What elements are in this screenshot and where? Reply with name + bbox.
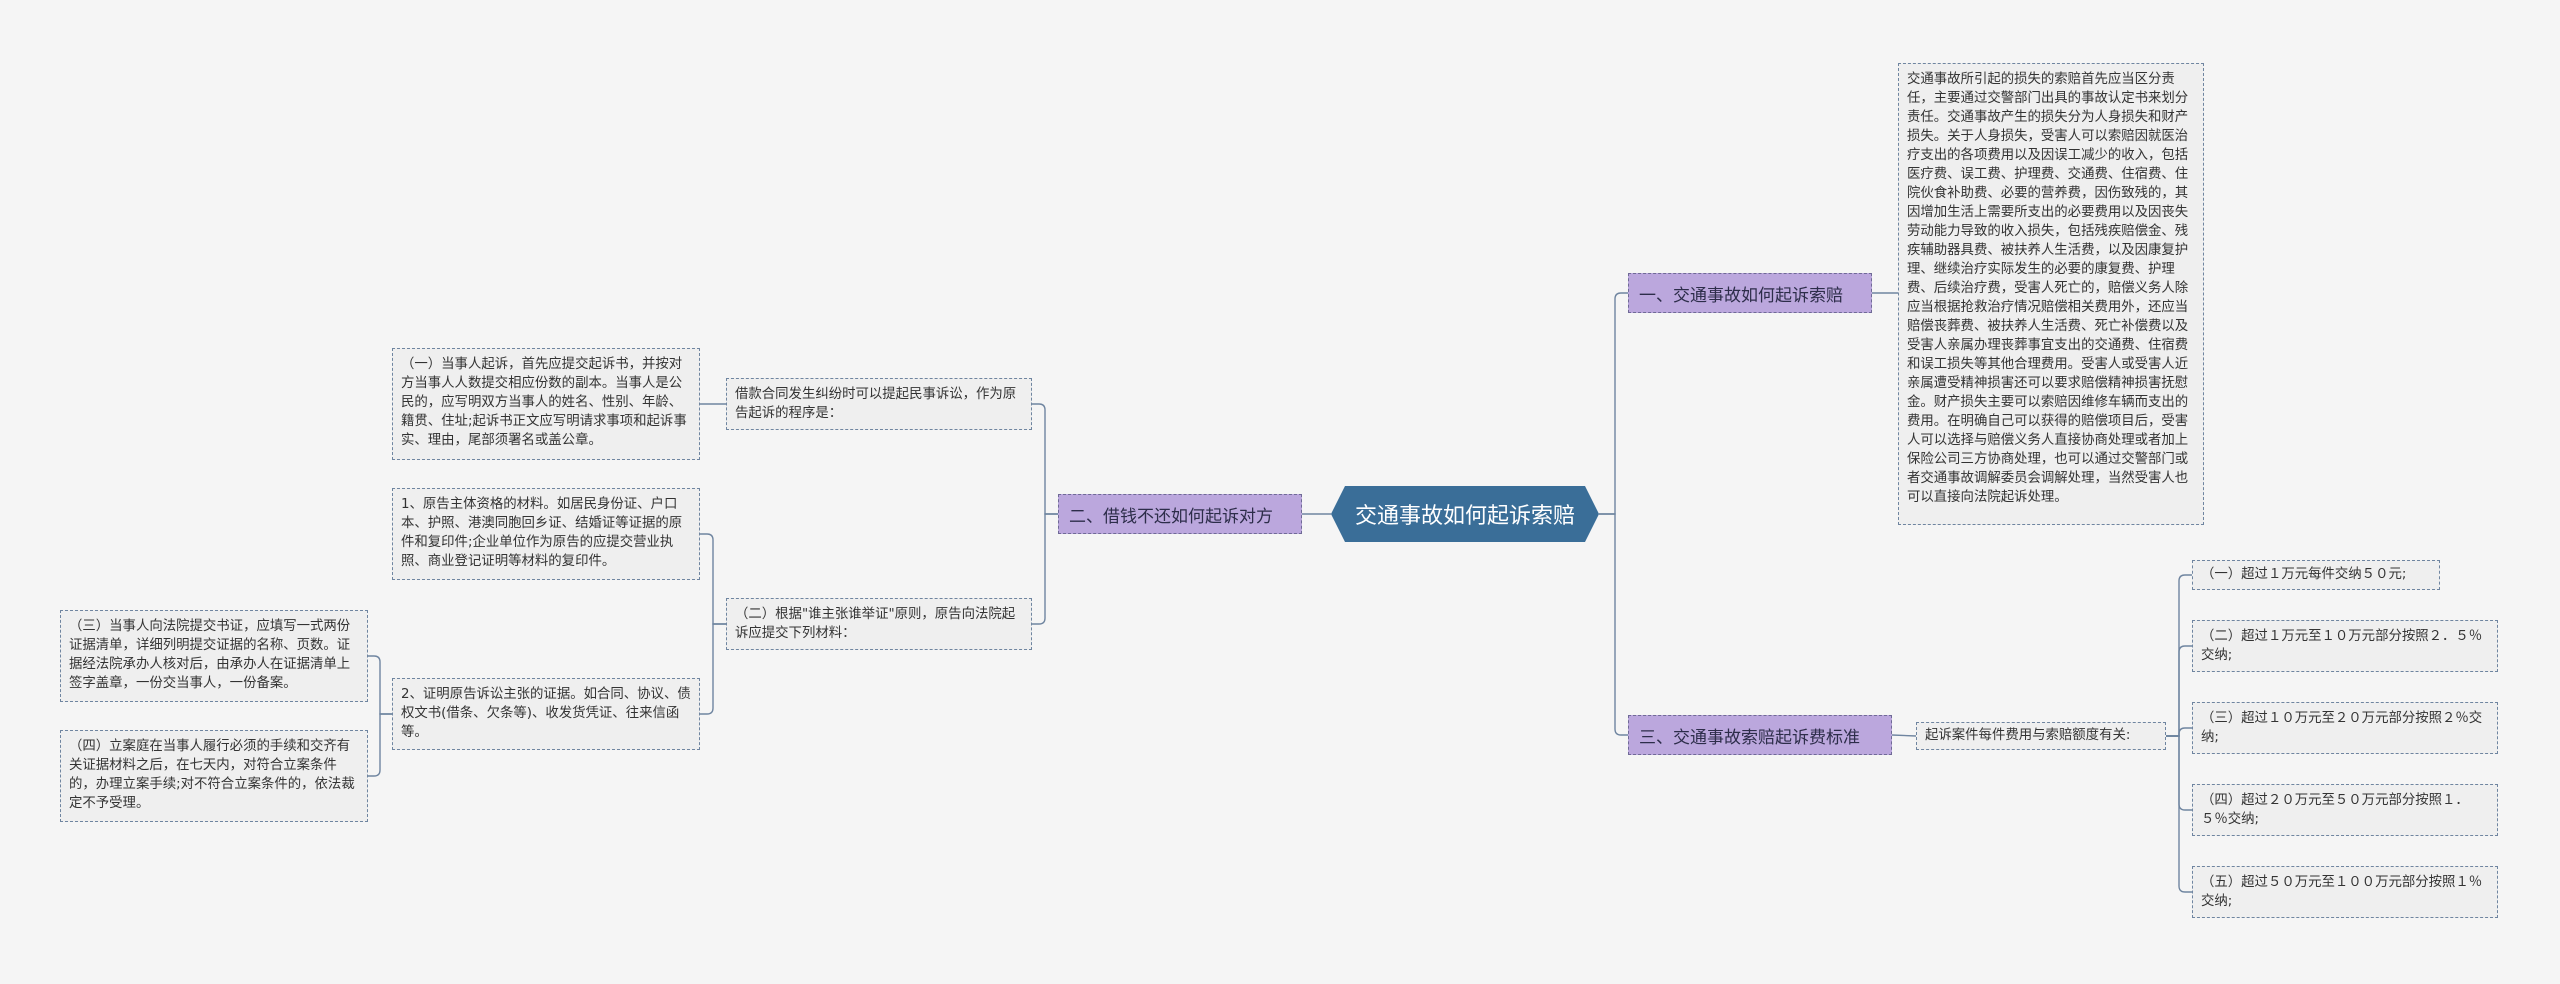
connector-line [1599, 513, 1628, 736]
node-text: （四）立案庭在当事人履行必须的手续和交齐有关证据材料之后，在七天内，对符合立案条… [69, 739, 355, 811]
branch-label: 二、借钱不还如何起诉对方 [1069, 506, 1273, 527]
node-text: （四）超过２０万元至５０万元部分按照１．５％交纳; [2201, 793, 2469, 827]
node-fee-tier-1[interactable]: （一）超过１万元每件交纳５０元; [2192, 560, 2440, 590]
connector-line [368, 713, 392, 777]
node-fee-tier-2[interactable]: （二）超过１万元至１０万元部分按照２．５％交纳; [2192, 620, 2498, 672]
node-lawsuit-procedure[interactable]: 借款合同发生纠纷时可以提起民事诉讼，作为原告起诉的程序是： [726, 378, 1032, 430]
node-fee-tier-4[interactable]: （四）超过２０万元至５０万元部分按照１．５％交纳; [2192, 784, 2498, 836]
branch-label: 一、交通事故如何起诉索赔 [1639, 285, 1843, 306]
connector-line [2166, 574, 2192, 737]
connector-line [1032, 513, 1058, 625]
node-text: （二）超过１万元至１０万元部分按照２．５％交纳; [2201, 629, 2483, 663]
node-text: 2、证明原告诉讼主张的证据。如合同、协议、债权文书(借条、欠条等)、收发货凭证、… [401, 687, 691, 740]
node-fee-tier-3[interactable]: （三）超过１０万元至２０万元部分按照２％交纳; [2192, 702, 2498, 754]
connector-line [368, 655, 392, 715]
node-text: 交通事故所引起的损失的索赔首先应当区分责任，主要通过交警部门出具的事故认定书来划… [1907, 72, 2189, 505]
node-text: （一）当事人起诉，首先应提交起诉书，并按对方当事人人数提交相应份数的副本。当事人… [401, 357, 687, 448]
node-fee-tier-5[interactable]: （五）超过５０万元至１００万元部分按照１％交纳; [2192, 866, 2498, 918]
connector-line [1032, 403, 1058, 515]
connector-line [700, 533, 726, 625]
node-case-filing[interactable]: （四）立案庭在当事人履行必须的手续和交齐有关证据材料之后，在七天内，对符合立案条… [60, 730, 368, 822]
connector-line [700, 623, 726, 715]
node-required-materials[interactable]: （二）根据"谁主张谁举证"原则，原告向法院起诉应提交下列材料： [726, 598, 1032, 650]
branch-litigation-fee-standard[interactable]: 三、交通事故索赔起诉费标准 [1628, 715, 1892, 755]
node-file-complaint[interactable]: （一）当事人起诉，首先应提交起诉书，并按对方当事人人数提交相应份数的副本。当事人… [392, 348, 700, 460]
connector-line [2166, 645, 2192, 737]
node-fee-relation[interactable]: 起诉案件每件费用与索赔额度有关: [1916, 722, 2166, 750]
node-text: （一）超过１万元每件交纳５０元; [2201, 567, 2407, 582]
branch-label: 三、交通事故索赔起诉费标准 [1639, 727, 1860, 748]
node-text: （五）超过５０万元至１００万元部分按照１％交纳; [2201, 875, 2483, 909]
node-text: （二）根据"谁主张谁举证"原则，原告向法院起诉应提交下列材料： [735, 607, 1016, 641]
node-claim-evidence[interactable]: 2、证明原告诉讼主张的证据。如合同、协议、债权文书(借条、欠条等)、收发货凭证、… [392, 678, 700, 750]
branch-debt-lawsuit[interactable]: 二、借钱不还如何起诉对方 [1058, 494, 1302, 534]
branch-traffic-accident-claim[interactable]: 一、交通事故如何起诉索赔 [1628, 273, 1872, 313]
connector-line [1891, 734, 1917, 737]
node-plaintiff-identity-materials[interactable]: 1、原告主体资格的材料。如居民身份证、户口本、护照、港澳同胞回乡证、结婚证等证据… [392, 488, 700, 580]
connector-line [1599, 292, 1628, 515]
root-topic[interactable]: 交通事故如何起诉索赔 [1331, 486, 1599, 542]
root-topic-label: 交通事故如何起诉索赔 [1354, 504, 1575, 529]
node-evidence-list[interactable]: （三）当事人向法院提交书证，应填写一式两份证据清单，详细列明提交证据的名称、页数… [60, 610, 368, 702]
node-text: （三）超过１０万元至２０万元部分按照２％交纳; [2201, 711, 2483, 745]
node-text: 借款合同发生纠纷时可以提起民事诉讼，作为原告起诉的程序是： [735, 387, 1017, 421]
node-claim-details[interactable]: 交通事故所引起的损失的索赔首先应当区分责任，主要通过交警部门出具的事故认定书来划… [1898, 63, 2204, 525]
connector-line [2166, 727, 2192, 737]
connector-line [2166, 735, 2192, 893]
node-text: 起诉案件每件费用与索赔额度有关: [1925, 728, 2131, 743]
node-text: 1、原告主体资格的材料。如居民身份证、户口本、护照、港澳同胞回乡证、结婚证等证据… [401, 497, 683, 569]
node-text: （三）当事人向法院提交书证，应填写一式两份证据清单，详细列明提交证据的名称、页数… [69, 619, 351, 691]
